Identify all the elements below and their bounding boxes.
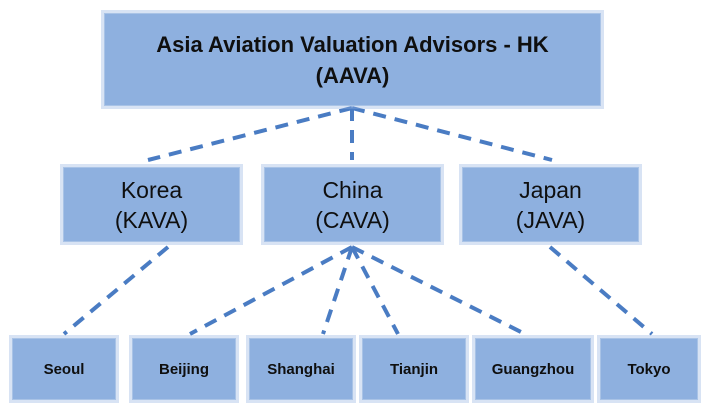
city-node-tianjin: Tianjin	[362, 338, 466, 400]
city-node-seoul: Seoul	[12, 338, 116, 400]
city-node-beijing: Beijing	[132, 338, 236, 400]
region-node-china: China (CAVA)	[264, 167, 441, 242]
connector-root-japan	[351, 106, 553, 162]
city-label: Beijing	[158, 360, 209, 378]
city-node-shanghai: Shanghai	[249, 338, 353, 400]
region-name: Korea	[120, 176, 183, 203]
connector-root-korea	[147, 106, 353, 162]
connector-china-beijing	[189, 245, 353, 336]
region-name: Japan	[519, 176, 582, 203]
connector-china-shanghai	[321, 246, 354, 335]
city-label: Shanghai	[267, 360, 335, 378]
root-abbr: (AAVA)	[315, 62, 390, 88]
connector-china-guangzhou	[351, 245, 526, 336]
region-abbr: (KAVA)	[114, 206, 189, 233]
connector-japan-tokyo	[548, 245, 654, 336]
region-node-korea: Korea (KAVA)	[63, 167, 240, 242]
city-node-guangzhou: Guangzhou	[475, 338, 591, 400]
region-name: China	[322, 176, 383, 203]
city-label: Seoul	[43, 360, 85, 378]
region-abbr: (CAVA)	[315, 206, 390, 233]
city-node-tokyo: Tokyo	[600, 338, 698, 400]
region-node-japan: Japan (JAVA)	[462, 167, 639, 242]
connector-korea-seoul	[62, 245, 170, 336]
city-label: Tokyo	[627, 360, 671, 378]
root-title: Asia Aviation Valuation Advisors - HK	[156, 31, 549, 57]
city-label: Tianjin	[389, 360, 439, 378]
region-abbr: (JAVA)	[515, 206, 586, 233]
root-node: Asia Aviation Valuation Advisors - HK (A…	[104, 13, 601, 106]
city-label: Guangzhou	[491, 360, 575, 378]
connector-china-tianjin	[350, 246, 400, 335]
